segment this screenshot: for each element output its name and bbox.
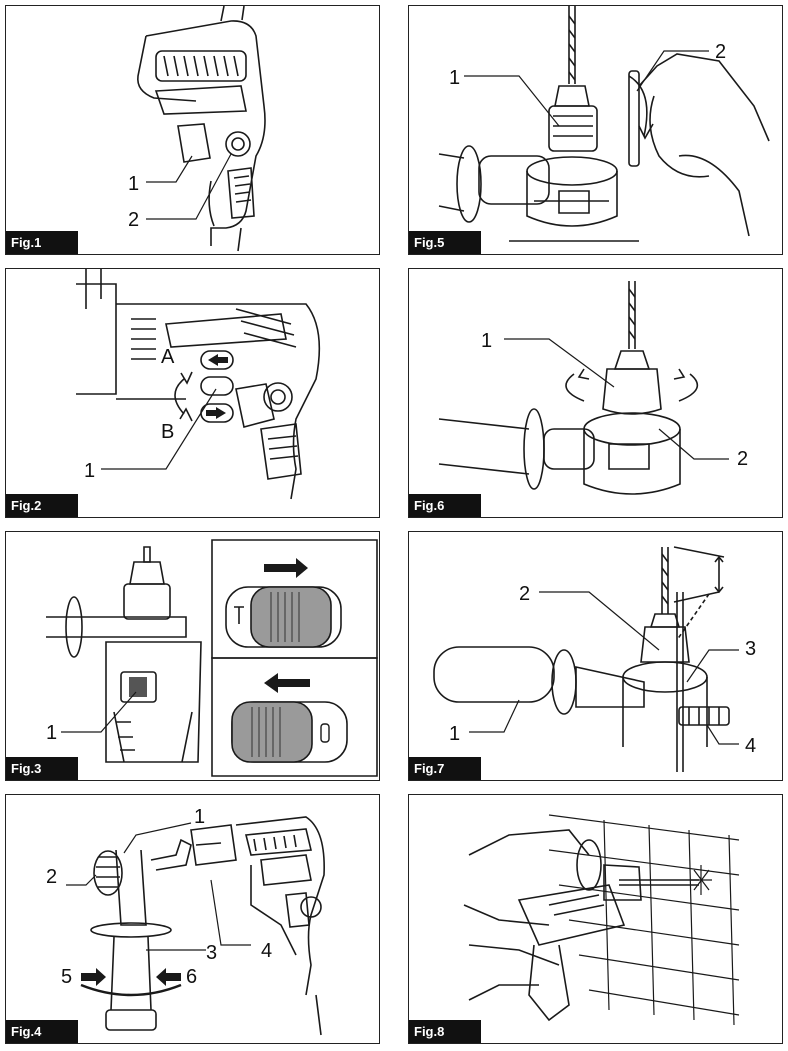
callout-1: 1 <box>449 723 461 745</box>
callout-1: 1 <box>128 173 140 195</box>
figure-4-panel: 1 2 3 4 5 6 Fig.4 <box>5 794 380 1044</box>
callout-A: A <box>161 346 175 368</box>
side-grip-illustration <box>6 795 380 1044</box>
figure-8-panel: Fig.8 <box>408 794 783 1044</box>
callout-2: 2 <box>128 209 140 231</box>
callout-B: B <box>161 421 175 443</box>
figure-label: Fig.1 <box>6 231 78 254</box>
figure-label: Fig.5 <box>409 231 481 254</box>
callout-6: 6 <box>186 966 198 988</box>
callout-2: 2 <box>46 866 58 888</box>
figure-5-panel: 1 2 Fig.5 <box>408 5 783 255</box>
keyless-chuck-illustration <box>409 269 783 518</box>
callout-4: 4 <box>745 735 757 757</box>
figure-2-panel: A B 1 Fig.2 <box>5 268 380 518</box>
figure-label: Fig.3 <box>6 757 78 780</box>
callout-1: 1 <box>46 722 58 744</box>
figure-label: Fig.6 <box>409 494 481 517</box>
callout-1: 1 <box>481 330 493 352</box>
callout-1: 1 <box>449 67 461 89</box>
figure-1-panel: 1 2 Fig.1 <box>5 5 380 255</box>
figure-label: Fig.7 <box>409 757 481 780</box>
switch-position-hammer <box>226 558 341 647</box>
switch-lever-illustration <box>6 269 380 518</box>
figure-label: Fig.2 <box>6 494 78 517</box>
callout-1: 1 <box>84 460 96 482</box>
callout-3: 3 <box>745 638 757 660</box>
callout-5: 5 <box>61 966 73 988</box>
chuck-key-illustration <box>409 6 783 255</box>
spark-icon <box>691 865 712 895</box>
callout-2: 2 <box>737 448 749 470</box>
drill-grip-illustration <box>6 6 380 255</box>
figure-label: Fig.4 <box>6 1020 78 1043</box>
figure-label: Fig.8 <box>409 1020 481 1043</box>
switch-position-drill <box>232 673 347 762</box>
callout-2: 2 <box>519 583 531 605</box>
callout-2: 2 <box>715 41 727 63</box>
callout-4: 4 <box>261 940 273 962</box>
callout-1: 1 <box>194 806 206 828</box>
mode-switch-illustration <box>6 532 380 781</box>
callout-3: 3 <box>206 942 218 964</box>
figure-7-panel: 2 3 1 4 Fig.7 <box>408 531 783 781</box>
drilling-wall-illustration <box>409 795 783 1044</box>
figure-3-panel: 1 Fig.3 <box>5 531 380 781</box>
depth-gauge-illustration <box>409 532 783 781</box>
figure-6-panel: 1 2 Fig.6 <box>408 268 783 518</box>
